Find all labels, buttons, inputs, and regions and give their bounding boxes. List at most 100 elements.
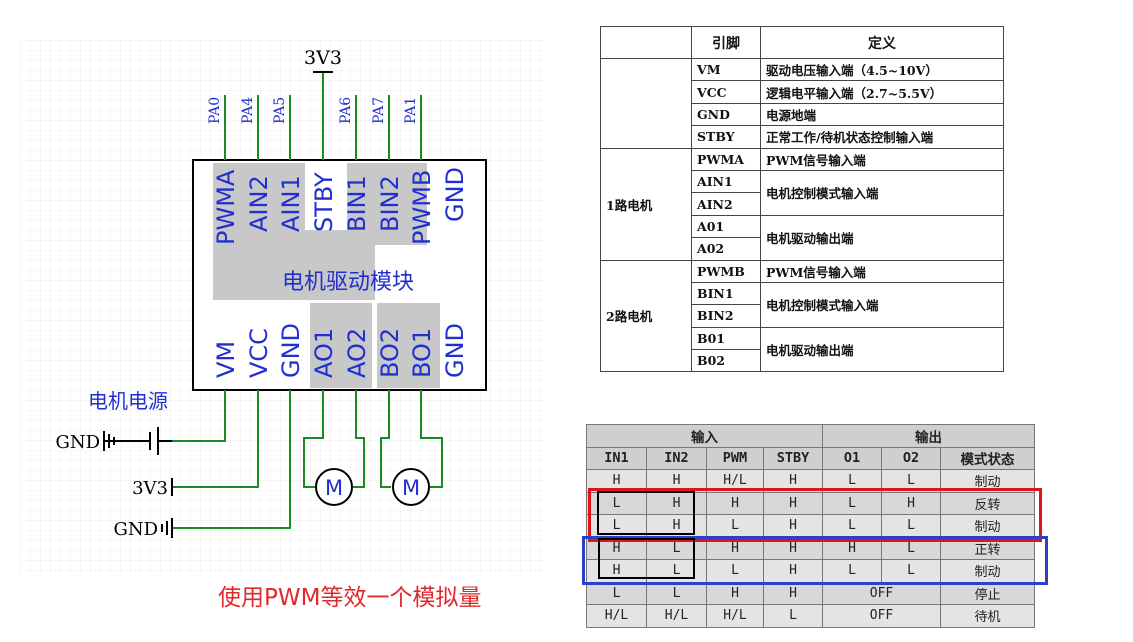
pin-cell: B02: [691, 349, 761, 373]
cell: L: [881, 469, 941, 493]
col-in2: IN2: [646, 446, 707, 470]
pin-group-motor-a: 1路电机: [600, 147, 692, 261]
cell: L: [763, 604, 823, 628]
gnd-symbol-2: [161, 518, 173, 538]
pin-cell: BIN1: [691, 281, 761, 306]
def-cell: 电源地端: [760, 102, 1004, 127]
pin-table-header-pin: 引脚: [691, 26, 761, 59]
supply-label: 3V3: [304, 47, 342, 69]
cell: H: [763, 559, 823, 583]
gnd-label-1: GND: [55, 432, 100, 453]
cell: H/L: [706, 469, 764, 493]
col-mode: 模式状态: [940, 446, 1035, 470]
bottom-wires: [172, 390, 443, 529]
cell: L: [822, 514, 882, 538]
gnd-symbol-1: [103, 431, 115, 451]
cell: L: [881, 559, 941, 583]
def-cell: 电机控制模式输入端: [760, 281, 1004, 328]
cell: OFF: [822, 604, 941, 628]
net-label-pa0: PA0: [207, 97, 223, 124]
pin-gnd-top: GND: [441, 167, 469, 222]
gnd-label-2: GND: [113, 519, 158, 540]
reverse-highlight-box: [588, 488, 1042, 542]
pin-cell: VCC: [691, 80, 761, 104]
cell: 制动: [940, 514, 1035, 538]
def-cell: 正常工作/待机状态控制输入端: [760, 125, 1004, 149]
caption: 使用PWM等效一个模拟量: [218, 585, 482, 611]
cell: H/L: [586, 604, 647, 628]
cell: 反转: [940, 491, 1035, 515]
def-cell: 电机控制模式输入端: [760, 169, 1004, 216]
truth-group-input: 输入: [586, 424, 823, 448]
cell: H: [763, 514, 823, 538]
cell: 待机: [940, 604, 1035, 628]
pin-bin1: BIN1: [343, 175, 371, 232]
motor-b: [392, 468, 430, 506]
pin-pwma: PWMA: [212, 169, 240, 245]
power-label: 电机电源: [88, 389, 168, 413]
battery-symbol: [104, 427, 172, 455]
pin-table-header-group: [600, 26, 692, 59]
def-cell: 驱动电压输入端（4.5~10V）: [760, 57, 1004, 82]
vcc-label: 3V3: [132, 478, 168, 499]
pin-cell: STBY: [691, 125, 761, 149]
def-cell: PWM信号输入端: [760, 259, 1004, 283]
motor-b-label: M: [402, 476, 420, 500]
net-label-pa7: PA7: [371, 97, 387, 124]
module-shaded-area-b: [377, 303, 440, 388]
motor-a: [315, 468, 353, 506]
pin-table-header-def: 定义: [760, 26, 1004, 59]
col-stby: STBY: [763, 446, 823, 470]
pin-pwmb: PWMB: [408, 170, 436, 245]
cell: H: [706, 581, 764, 605]
net-label-pa4: PA4: [240, 97, 256, 124]
cell: H: [763, 581, 823, 605]
pin-group-power: [600, 58, 692, 149]
forward-highlight-box: [582, 536, 1048, 585]
cell: L: [646, 559, 707, 583]
truth-table-panel: 输入 输出 IN1 IN2 PWM STBY O1 O2 模式状态 H H H/…: [586, 424, 1035, 628]
truth-table: 输入 输出 IN1 IN2 PWM STBY O1 O2 模式状态 H H H/…: [586, 424, 1035, 628]
col-pwm: PWM: [706, 446, 764, 470]
cell: H: [586, 559, 647, 583]
pin-cell: PWMA: [691, 147, 761, 171]
col-o1: O1: [822, 446, 882, 470]
cell: 制动: [940, 559, 1035, 583]
cell: L: [822, 469, 882, 493]
pin-cell: AIN1: [691, 169, 761, 194]
col-o2: O2: [881, 446, 941, 470]
pin-gnd-bottom: GND: [277, 323, 305, 378]
module-shaded-area-top: [213, 163, 427, 300]
cell: OFF: [822, 581, 941, 605]
pin-cell: PWMB: [691, 259, 761, 283]
truth-group-output: 输出: [822, 424, 1035, 448]
pin-bo1: BO1: [408, 328, 436, 378]
cell: L: [646, 581, 707, 605]
pin-cell: A01: [691, 214, 761, 239]
def-cell: 电机驱动输出端: [760, 326, 1004, 373]
reverse-input-box: [597, 491, 695, 535]
def-cell: 逻辑电平输入端（2.7~5.5V）: [760, 80, 1004, 104]
table-row: L L H H OFF 停止: [586, 581, 1035, 605]
pin-gnd-bottom-2: GND: [441, 323, 469, 378]
table-row: L H L H L L 制动: [586, 514, 1035, 538]
cell: H: [586, 469, 647, 493]
pin-cell: AIN2: [691, 192, 761, 216]
motor-a-label: M: [325, 476, 343, 500]
def-cell: PWM信号输入端: [760, 147, 1004, 171]
pin-vm: VM: [212, 341, 240, 378]
cell: L: [706, 514, 764, 538]
pin-ao2: AO2: [343, 328, 371, 378]
pin-group-motor-b: 2路电机: [600, 259, 692, 373]
net-label-pa5: PA5: [272, 97, 288, 124]
cell: H/L: [646, 604, 707, 628]
pin-ain2: AIN2: [245, 175, 273, 232]
table-row: H/L H/L H/L L OFF 待机: [586, 604, 1035, 628]
def-cell: 电机驱动输出端: [760, 214, 1004, 261]
cell: H/L: [706, 604, 764, 628]
cell: 制动: [940, 469, 1035, 493]
pin-definition-table: 引脚 定义 VM 驱动电压输入端（4.5~10V） VCC 逻辑电平输入端（2.…: [600, 26, 1004, 373]
pin-cell: BIN2: [691, 304, 761, 328]
pin-cell: B01: [691, 326, 761, 351]
net-label-pa6: PA6: [338, 97, 354, 124]
